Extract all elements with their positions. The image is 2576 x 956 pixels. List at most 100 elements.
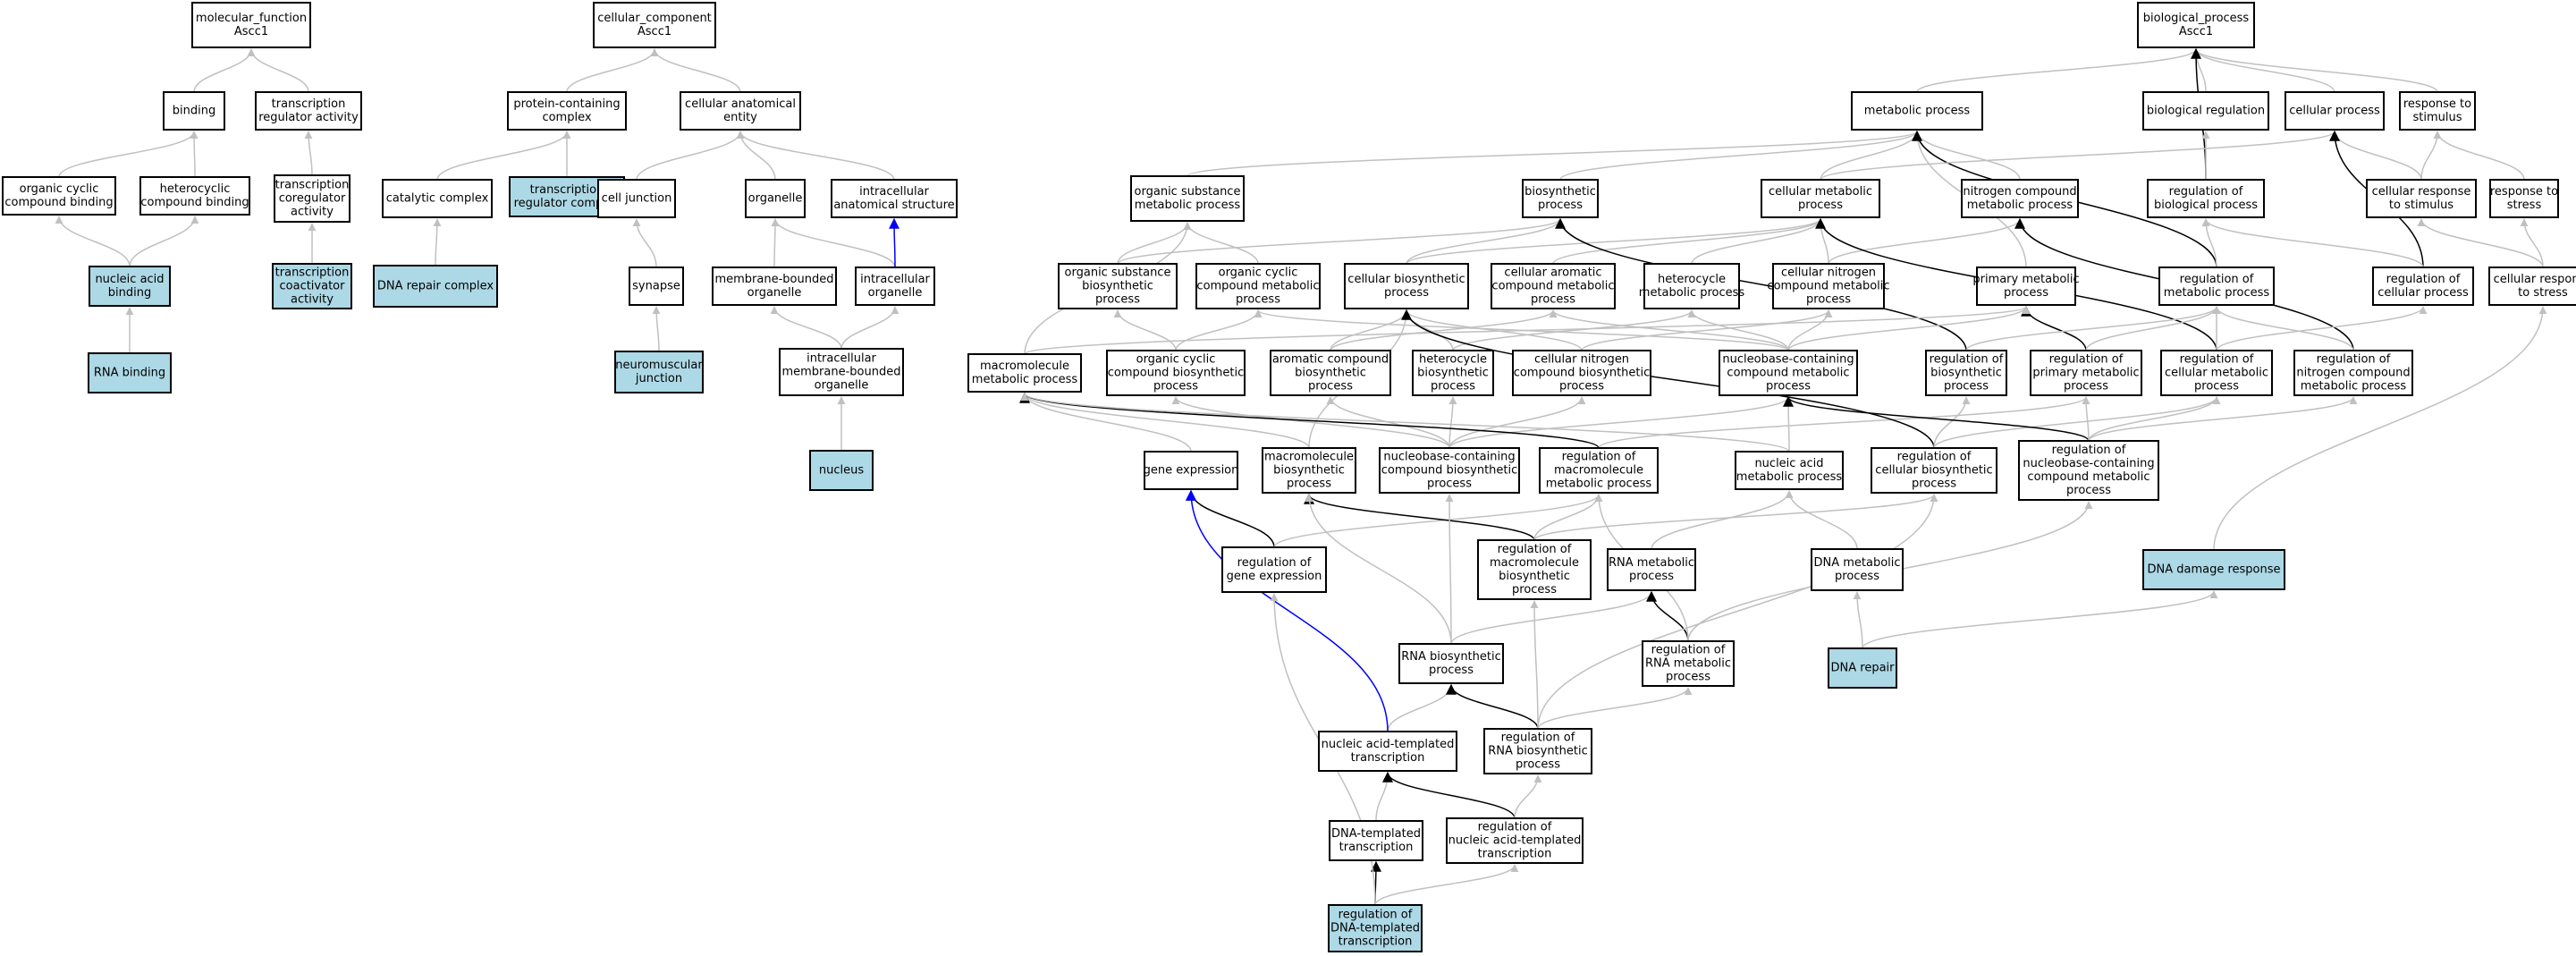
- node-box: [1379, 447, 1520, 494]
- go-term-node-reg_nb_met[interactable]: regulation ofnucleobase-containingcompou…: [2018, 440, 2159, 501]
- node-box: [593, 2, 716, 48]
- node-box: [382, 179, 493, 218]
- node-label: primary metabolic: [1972, 273, 2079, 286]
- node-label: compound metabolic: [1767, 280, 1889, 293]
- go-term-node-binding[interactable]: binding: [163, 91, 225, 131]
- edge-reg_gene_expr-to-gene_expr: [1186, 489, 1275, 548]
- node-label: regulation of: [1651, 644, 1726, 657]
- node-label: regulator activity: [258, 111, 359, 124]
- edge-nb_met-to-cell_arom_met: [1549, 309, 1789, 351]
- go-term-node-organelle[interactable]: organelle: [745, 179, 806, 218]
- node-label: compound binding: [140, 196, 249, 209]
- go-term-node-nucleus[interactable]: nucleus: [809, 450, 874, 491]
- go-term-node-dna_repair_complex[interactable]: DNA repair complex: [373, 265, 498, 308]
- go-term-node-reg_macro_bio[interactable]: regulation ofmacromoleculebiosyntheticpr…: [1477, 539, 1592, 600]
- node-box: [855, 266, 935, 306]
- node-label: metabolic process: [1736, 470, 1843, 484]
- node-label: biosynthetic: [1524, 185, 1596, 199]
- edge-ic_org-to-organelle: [771, 218, 896, 268]
- go-term-node-rna_binding[interactable]: RNA binding: [88, 352, 172, 393]
- go-term-node-cell_junction[interactable]: cell junction: [597, 179, 676, 218]
- edge-cell_n_met-to-n_comp_met: [1828, 218, 2024, 265]
- go-term-node-dna_damage[interactable]: DNA damage response: [2142, 549, 2285, 590]
- node-label: macromolecule: [980, 360, 1069, 373]
- edge-rna_met-to-na_met: [1651, 490, 1794, 550]
- go-term-node-cell_proc[interactable]: cellular process: [2285, 91, 2385, 131]
- go-term-node-synapse[interactable]: synapse: [629, 266, 684, 306]
- node-label: biosynthetic: [1273, 464, 1345, 478]
- go-term-node-cat_complex[interactable]: catalytic complex: [382, 179, 493, 218]
- node-label: metabolic process: [2301, 380, 2407, 393]
- go-term-node-dna_repair[interactable]: DNA repair: [1828, 647, 1897, 689]
- go-term-node-metab[interactable]: metabolic process: [1851, 91, 1983, 131]
- node-box: [1871, 447, 1997, 494]
- node-label: process: [1559, 380, 1604, 393]
- go-term-node-gene_expr[interactable]: gene expression: [1144, 451, 1239, 490]
- node-label: biosynthetic: [1295, 367, 1366, 380]
- node-label: nucleic acid-templated: [1322, 738, 1455, 751]
- go-term-node-bio_reg[interactable]: biological regulation: [2142, 91, 2269, 131]
- edge-cell_met-to-cell_proc: [1820, 131, 2339, 181]
- node-label: compound metabolic: [1727, 367, 1849, 380]
